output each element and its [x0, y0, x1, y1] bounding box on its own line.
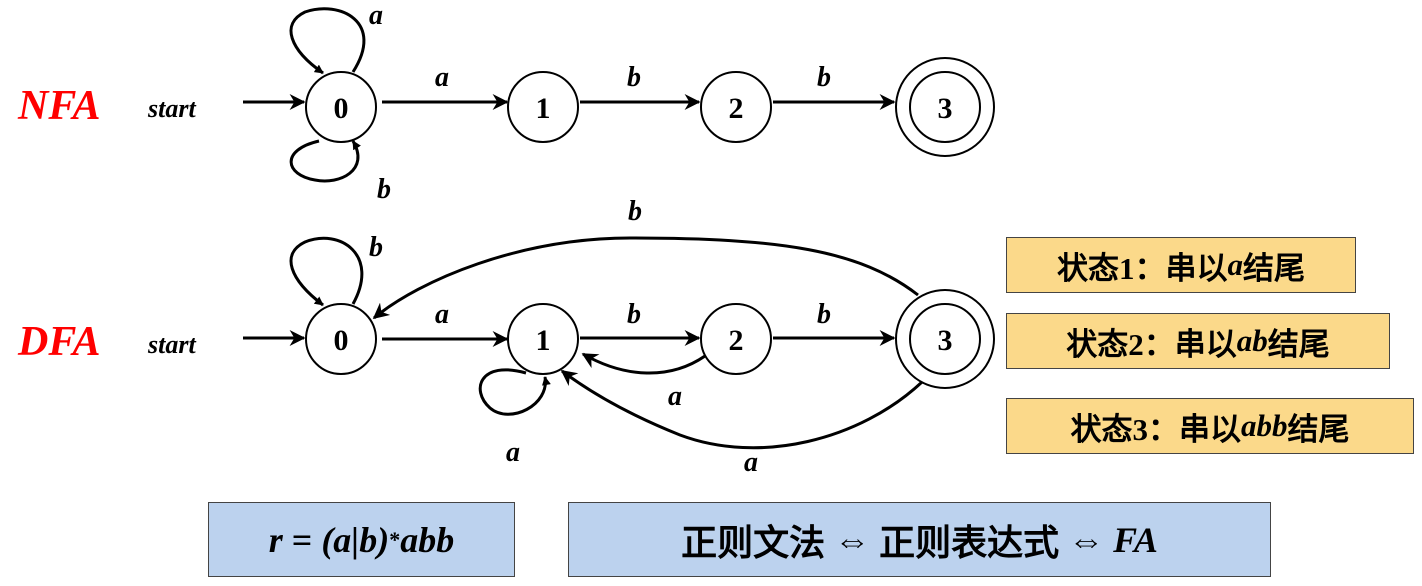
nfa-title: NFA	[17, 83, 101, 129]
dfa-state-2	[700, 303, 772, 375]
equiv-arrow-2: ⇔	[1059, 519, 1114, 560]
dfa-edge-3-0	[372, 236, 919, 320]
equiv-regular-expression: 正则表达式	[879, 522, 1060, 563]
dfa-loop-0-b	[289, 236, 364, 307]
dfa-state-3-label: 3	[938, 324, 953, 357]
dfa-edge-0-1-label: a	[435, 299, 449, 330]
regex-r: r	[268, 519, 283, 560]
dfa-edge-2-1	[581, 352, 706, 375]
dfa-edge-3-1-label: a	[744, 447, 758, 478]
note-state-3-prefix: 状态3：串以	[1070, 411, 1242, 447]
equivalence-box: 正则文法 ⇔ 正则表达式 ⇔ FA	[568, 502, 1271, 577]
note-state-2-suffix: ab	[1236, 323, 1268, 358]
nfa-start-label: start	[147, 94, 196, 123]
note-state-1-end: 结尾	[1243, 250, 1305, 286]
nfa-diagram: NFA start 0 1 2 3 a b a b b	[17, 0, 995, 205]
nfa-loop-b-label: b	[377, 174, 391, 205]
nfa-loop-a	[289, 7, 366, 75]
nfa-state-0-label: 0	[334, 92, 349, 125]
dfa-diagram: DFA start 0 1 2 3 b a a b a b a	[17, 196, 995, 478]
regex-star: *	[389, 526, 401, 552]
nfa-edge-0-1-label: a	[435, 62, 449, 93]
nfa-state-3-label: 3	[938, 92, 953, 125]
dfa-edge-3-0-label: b	[628, 196, 642, 227]
regex-body: (a|b)	[321, 519, 390, 560]
nfa-loop-b	[289, 139, 361, 183]
dfa-start-label: start	[147, 330, 196, 359]
dfa-edge-2-1-label: a	[668, 381, 682, 412]
dfa-loop-1-a-label: a	[506, 437, 520, 468]
regex-eq: =	[282, 519, 322, 560]
note-state-2-end: 结尾	[1267, 326, 1330, 362]
dfa-state-3	[909, 303, 981, 375]
note-state-3-suffix: abb	[1241, 408, 1288, 443]
dfa-state-1-label: 1	[536, 324, 551, 357]
dfa-title: DFA	[17, 319, 101, 365]
note-state-1-prefix: 状态1：串以	[1057, 250, 1228, 286]
dfa-edge-1-2-label: b	[627, 299, 641, 330]
nfa-edge-2-3-label: b	[817, 62, 831, 93]
nfa-state-1-label: 1	[536, 92, 551, 125]
note-state-2-prefix: 状态2：串以	[1066, 326, 1237, 362]
nfa-state-2-label: 2	[729, 92, 744, 125]
nfa-state-3	[909, 71, 981, 143]
nfa-state-2	[700, 71, 772, 143]
dfa-loop-1-a	[478, 368, 551, 416]
dfa-loop-0-b-label: b	[369, 232, 383, 263]
regex-tail: abb	[400, 519, 455, 560]
regex-box: r = (a|b)*abb	[208, 502, 515, 577]
dfa-edge-2-3-label: b	[817, 299, 831, 330]
nfa-edge-1-2-label: b	[627, 62, 641, 93]
dfa-state-0	[305, 303, 377, 375]
note-state-1-suffix: a	[1227, 247, 1244, 282]
equiv-arrow-1: ⇔	[825, 519, 880, 560]
nfa-loop-a-label: a	[369, 0, 383, 31]
dfa-state-0-label: 0	[334, 324, 349, 357]
equiv-fa: FA	[1113, 519, 1158, 560]
note-state-3-end: 结尾	[1287, 411, 1350, 447]
nfa-state-0	[305, 71, 377, 143]
equiv-regular-grammar: 正则文法	[681, 522, 826, 563]
dfa-edge-3-1	[560, 369, 924, 450]
dfa-state-2-label: 2	[729, 324, 744, 357]
